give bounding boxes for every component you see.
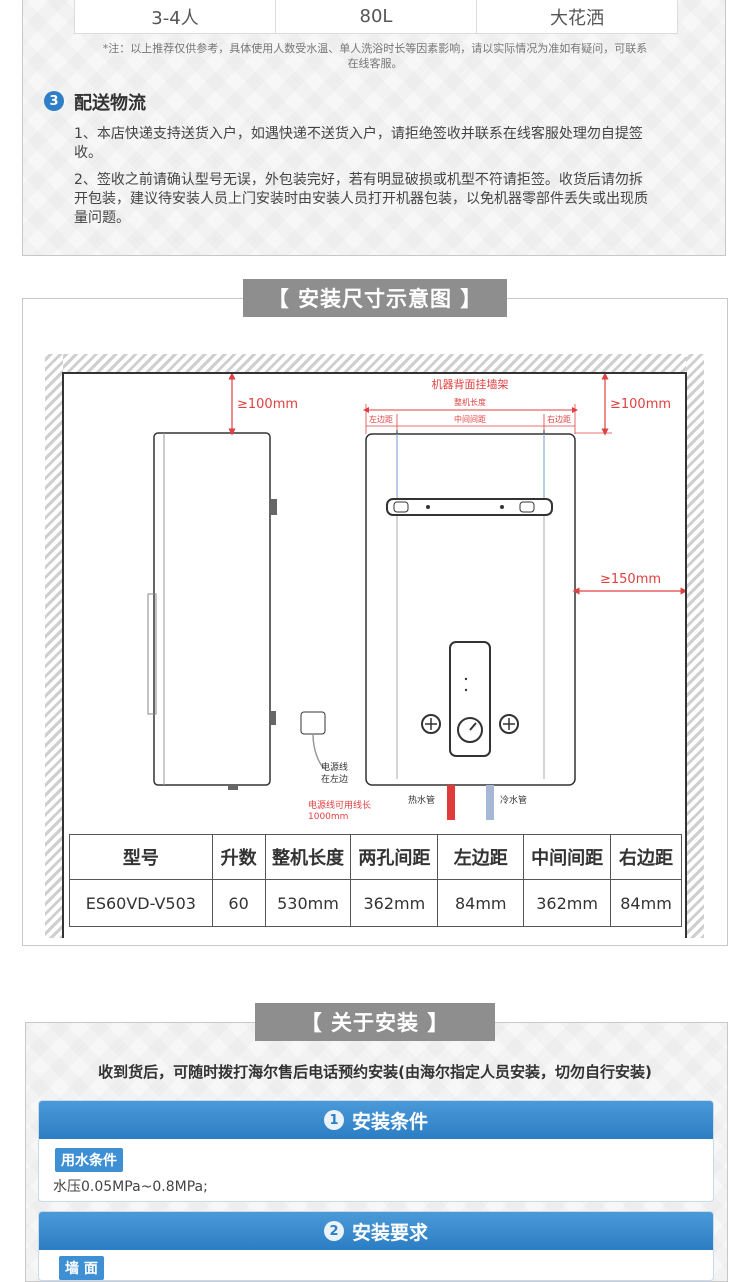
cell-middle-gap: 362mm [523, 879, 612, 927]
spec-table: 型号 升数 整机长度 两孔间距 左边距 中间间距 右边距 ES60VD-V503… [69, 834, 682, 927]
whole-length-label: 整机长度 [454, 397, 486, 407]
right-margin-label: 右边距 [547, 414, 571, 424]
card-number-badge: 1 [323, 1110, 344, 1130]
cord-label-2: 在左边 [321, 773, 348, 785]
cell-hole-gap: 362mm [350, 879, 439, 927]
left-margin-label: 左边距 [369, 414, 393, 424]
about-install-intro: 收到货后，可随时拨打海尔售后电话预约安装(由海尔指定人员安装，切勿自行安装) [98, 1063, 652, 1081]
cord-length-1: 电源线可用线长 [308, 799, 371, 811]
cell-right-margin: 84mm [610, 879, 682, 927]
spec-cell-people: 3-4人 [74, 0, 276, 34]
recommendation-note: *注：以上推荐仅供参考，具体使用人数受水温、单人洗浴时长等因素影响，请以实际情况… [102, 42, 648, 70]
header-liters: 升数 [211, 834, 266, 880]
header-hole-gap: 两孔间距 [350, 834, 439, 880]
wall-edge-left [62, 372, 64, 938]
bracket-title: 机器背面挂墙架 [432, 377, 509, 391]
cord-label-1: 电源线 [321, 761, 348, 773]
spec-table-header: 型号 升数 整机长度 两孔间距 左边距 中间间距 右边距 [69, 834, 682, 880]
middle-gap-label: 中间间距 [454, 414, 486, 424]
hot-pipe-label: 热水管 [408, 794, 435, 806]
install-condition-header: 1 安装条件 [39, 1101, 713, 1139]
delivery-title: 配送物流 [74, 93, 146, 114]
wall-tag: 墙 面 [59, 1256, 104, 1280]
delivery-paragraph-2: 2、签收之前请确认型号无误，外包装完好，若有明显破损或机型不符请拒签。收货后请勿… [74, 172, 648, 226]
heater-side-view [147, 432, 277, 790]
install-condition-card: 1 安装条件 用水条件 水压0.05MPa~0.8MPa; [38, 1100, 714, 1202]
header-left-margin: 左边距 [437, 834, 525, 880]
install-requirement-header: 2 安装要求 [39, 1212, 713, 1250]
dim-top-left: ≥100mm [237, 397, 298, 412]
wall-hatch-left [45, 354, 63, 938]
wall-edge-right [685, 372, 687, 938]
about-install-banner: 【 关于安装 】 [255, 1003, 495, 1041]
wall-hatch-top [45, 354, 704, 372]
wall-socket-icon [300, 711, 326, 735]
install-requirement-card: 2 安装要求 墙 面 [38, 1211, 714, 1281]
card-number-badge: 2 [323, 1221, 344, 1241]
hot-pipe-icon [447, 785, 455, 820]
dim-side: ≥150mm [600, 572, 661, 587]
header-length: 整机长度 [264, 834, 352, 880]
cell-length: 530mm [264, 879, 352, 927]
spec-cell-shower: 大花洒 [477, 0, 678, 34]
spec-row: 3-4人 80L 大花洒 [74, 0, 678, 34]
cord-length-2: 1000mm [308, 812, 348, 822]
install-requirement-title: 安装要求 [351, 1221, 428, 1244]
cell-liters: 60 [211, 879, 266, 927]
delivery-paragraph-1: 1、本店快递支持送货入户，如遇快递不送货入户，请拒绝签收并联系在线客服处理勿自提… [74, 126, 643, 161]
water-pressure-text: 水压0.05MPa~0.8MPa; [53, 1179, 208, 1195]
wall-edge-top [63, 372, 686, 374]
water-condition-tag: 用水条件 [55, 1148, 123, 1172]
install-condition-title: 安装条件 [351, 1110, 428, 1133]
usage-section [22, 0, 726, 256]
header-middle-gap: 中间间距 [523, 834, 612, 880]
section-number-badge: 3 [44, 91, 64, 111]
header-model: 型号 [69, 834, 213, 880]
spec-table-row: ES60VD-V503 60 530mm 362mm 84mm 362mm 84… [69, 879, 682, 927]
cold-pipe-label: 冷水管 [500, 794, 527, 806]
cell-model: ES60VD-V503 [69, 879, 213, 927]
install-size-banner: 【 安装尺寸示意图 】 [243, 279, 507, 317]
wall-hatch-right [686, 354, 704, 938]
dim-top-right: ≥100mm [610, 397, 671, 412]
cell-left-margin: 84mm [437, 879, 525, 927]
header-right-margin: 右边距 [610, 834, 682, 880]
installation-diagram: ≥100mm 电源线 在左边 电源线可用线长 1000mm 热水管 冷水管 机器… [147, 374, 685, 822]
spec-cell-capacity: 80L [276, 0, 477, 34]
heater-front-view: 热水管 冷水管 [365, 430, 576, 820]
cold-pipe-icon [486, 785, 494, 820]
